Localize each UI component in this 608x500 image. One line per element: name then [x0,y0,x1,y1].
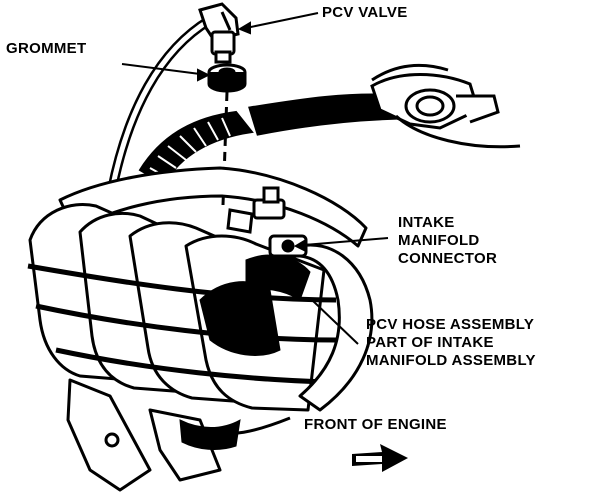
label-line: PART OF INTAKE [366,334,494,351]
intake-manifold-connector [226,186,308,258]
pcv-hose [107,15,215,195]
label-line: PCV HOSE ASSEMBLY [366,316,535,333]
grommet [207,63,247,93]
label-front-of-engine: FRONT OF ENGINE [304,416,447,433]
label-intake-manifold-connector: INTAKE MANIFOLD CONNECTOR [398,214,497,268]
label-line: MANIFOLD ASSEMBLY [366,352,536,369]
throttle-body-hoses [248,63,521,149]
label-line: CONNECTOR [398,250,498,267]
label-pcv-hose-assembly: PCV HOSE ASSEMBLY PART OF INTAKE MANIFOL… [366,316,536,370]
label-pcv-valve: PCV VALVE [322,4,408,21]
label-line: INTAKE [398,214,455,231]
manifold-detail [179,254,311,450]
front-arrow-icon [352,444,408,472]
label-line: MANIFOLD [398,232,480,249]
label-grommet: GROMMET [6,40,87,57]
pcv-valve [198,2,240,64]
leader-lines [121,12,389,345]
